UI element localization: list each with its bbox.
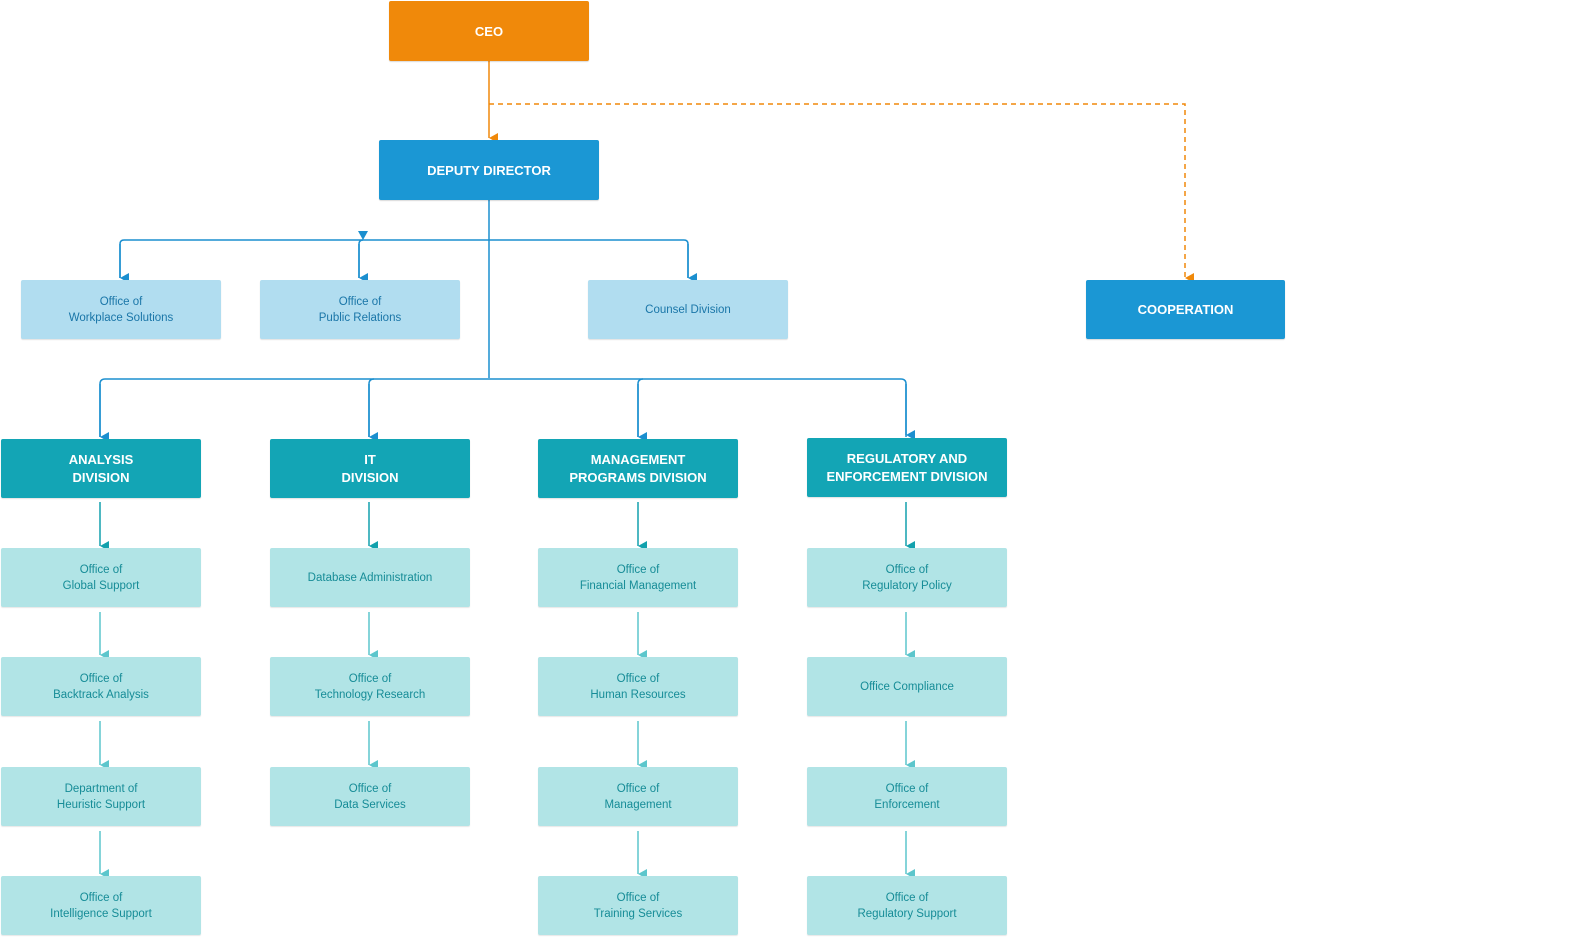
counsel-division: Counsel Division xyxy=(588,280,788,339)
ceo-label: CEO xyxy=(474,23,504,39)
ceo-to-cooperation-connector xyxy=(489,103,1194,283)
unit-heuristic-support: Department of Heuristic Support xyxy=(1,767,201,826)
unit-backtrack-analysis: Office of Backtrack Analysis xyxy=(1,657,201,716)
office-workplace-solutions: Office of Workplace Solutions xyxy=(21,280,221,339)
unit-global-support: Office of Global Support xyxy=(1,548,201,607)
unit-label: Office of Management xyxy=(604,782,672,811)
unit-management: Office of Management xyxy=(538,767,738,826)
office-label: Counsel Division xyxy=(645,303,731,316)
regulatory-enforcement-division: REGULATORY AND ENFORCEMENT DIVISION xyxy=(807,438,1007,497)
unit-label: Office of Data Services xyxy=(334,782,406,811)
unit-label: Office of Enforcement xyxy=(874,782,940,811)
unit-label: Office of Human Resources xyxy=(590,672,686,701)
unit-label: Office Compliance xyxy=(860,680,954,693)
division-title: REGULATORY AND ENFORCEMENT DIVISION xyxy=(826,450,988,484)
unit-label: Office of Technology Research xyxy=(314,672,426,701)
unit-label: Department of Heuristic Support xyxy=(56,782,146,811)
unit-data-services: Office of Data Services xyxy=(270,767,470,826)
division-title: IT DIVISION xyxy=(341,451,399,485)
divisions-bus-connector xyxy=(99,378,907,437)
analysis-division: ANALYSIS DIVISION xyxy=(1,439,201,498)
ceo-node: CEO xyxy=(389,1,589,61)
unit-enforcement: Office of Enforcement xyxy=(807,767,1007,826)
unit-technology-research: Office of Technology Research xyxy=(270,657,470,716)
division-title: MANAGEMENT PROGRAMS DIVISION xyxy=(569,451,707,485)
unit-label: Office of Backtrack Analysis xyxy=(53,672,149,701)
unit-database-administration: Database Administration xyxy=(270,548,470,607)
office-label: Office of Workplace Solutions xyxy=(68,295,174,324)
it-division: IT DIVISION xyxy=(270,439,470,498)
unit-label: Office of Training Services xyxy=(593,891,683,920)
cooperation-label: COOPERATION xyxy=(1137,302,1234,317)
unit-label: Office of Regulatory Support xyxy=(857,891,957,920)
cooperation-node: COOPERATION xyxy=(1086,280,1285,339)
unit-financial-management: Office of Financial Management xyxy=(538,548,738,607)
office-drop-2 xyxy=(357,230,368,278)
unit-label: Database Administration xyxy=(307,571,433,584)
unit-label: Office of Financial Management xyxy=(579,563,697,592)
office-label: Office of Public Relations xyxy=(318,295,402,324)
unit-regulatory-support: Office of Regulatory Support xyxy=(807,876,1007,935)
unit-intelligence-support: Office of Intelligence Support xyxy=(1,876,201,935)
unit-human-resources: Office of Human Resources xyxy=(538,657,738,716)
unit-training-services: Office of Training Services xyxy=(538,876,738,935)
unit-regulatory-policy: Office of Regulatory Policy xyxy=(807,548,1007,607)
management-programs-division: MANAGEMENT PROGRAMS DIVISION xyxy=(538,439,738,498)
deputy-director-label: DEPUTY DIRECTOR xyxy=(427,162,551,178)
unit-label: Office of Regulatory Policy xyxy=(862,563,952,592)
unit-label: Office of Global Support xyxy=(62,563,140,592)
unit-label: Office of Intelligence Support xyxy=(50,891,152,920)
unit-office-compliance: Office Compliance xyxy=(807,657,1007,716)
office-public-relations: Office of Public Relations xyxy=(260,280,460,339)
division-title: ANALYSIS DIVISION xyxy=(68,451,134,485)
deputy-director-node: DEPUTY DIRECTOR xyxy=(379,140,599,200)
offices-bus-connector xyxy=(119,239,689,278)
